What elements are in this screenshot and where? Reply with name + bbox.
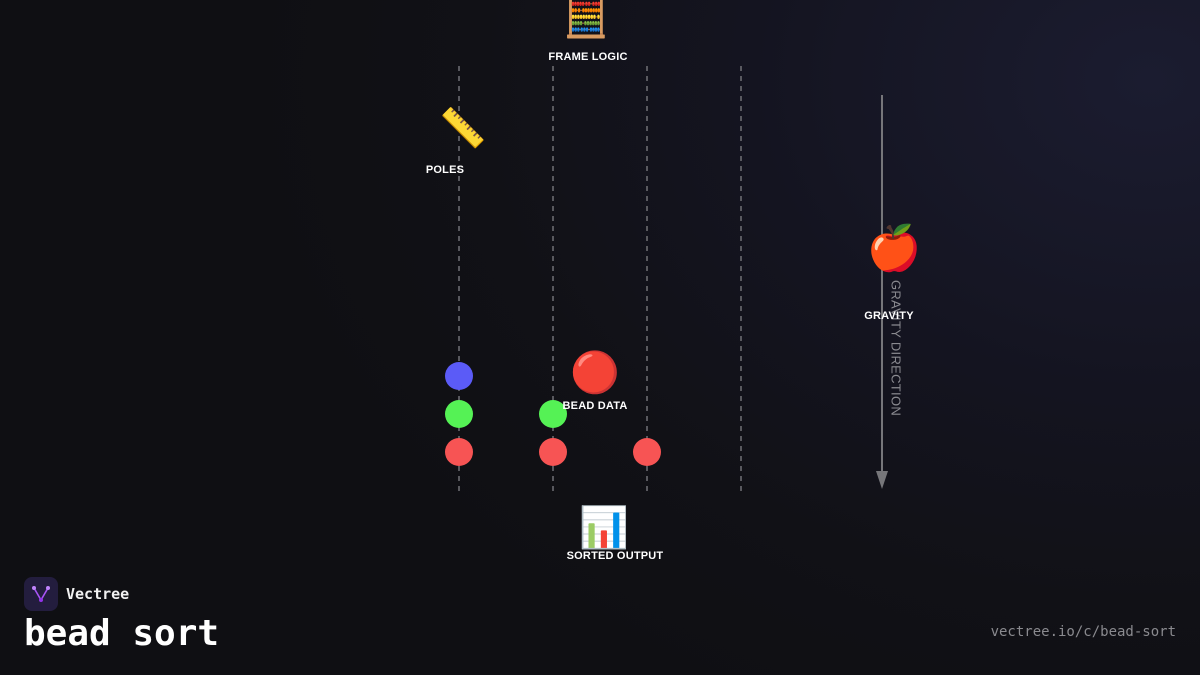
page-title: bead sort (24, 613, 220, 654)
brand-name: Vectree (66, 585, 130, 603)
red-circle-icon: 🔴 (570, 350, 620, 396)
source-url: vectree.io/c/bead-sort (990, 624, 1176, 640)
bead-blue-pole-1 (445, 362, 473, 390)
beads-group (445, 362, 661, 466)
brand: Vectree (24, 577, 129, 611)
bar-chart-icon: 📊 (579, 505, 629, 551)
vectree-logo-icon (24, 577, 58, 611)
poles-group (458, 66, 742, 494)
ruler-icon: 📏 (439, 106, 487, 150)
bead-red-pole-1 (445, 438, 473, 466)
bead-data-label: BEAD DATA (562, 400, 628, 412)
poles-label: POLES (425, 164, 465, 176)
bead-red-pole-3 (633, 438, 661, 466)
bead-red-pole-2 (539, 438, 567, 466)
bead-green-pole-1 (445, 400, 473, 428)
abacus-icon: 🧮 (563, 0, 609, 40)
gravity-direction-label: GRAVITY DIRECTION (888, 279, 904, 417)
gravity-arrow (876, 95, 888, 489)
sorted-output-label: SORTED OUTPUT (566, 550, 664, 562)
apple-icon: 🍎 (866, 223, 922, 274)
bead-green-pole-2 (539, 400, 567, 428)
gravity-label: GRAVITY (864, 310, 914, 322)
frame-logic-label: FRAME LOGIC (548, 51, 628, 63)
